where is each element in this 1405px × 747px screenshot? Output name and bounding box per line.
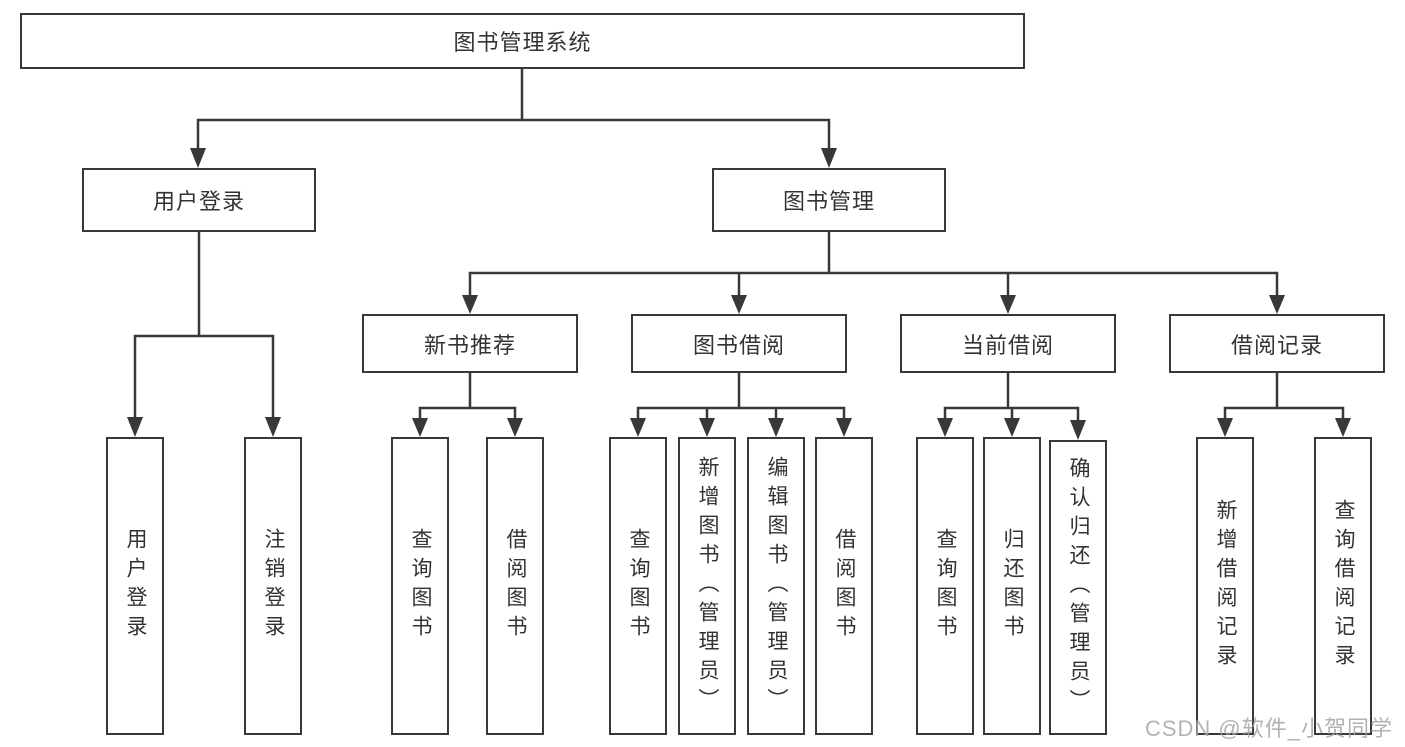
leaf-user-login: 用户登录 <box>106 437 164 735</box>
arrowhead <box>1335 418 1351 437</box>
leaf-label: 用户登录 <box>124 528 147 644</box>
node-root-system: 图书管理系统 <box>20 13 1025 69</box>
connector-new-book-to-children <box>418 371 517 422</box>
arrowhead <box>1070 420 1086 440</box>
arrowhead <box>937 418 953 437</box>
leaf-add-borrow-record: 新增借阅记录 <box>1196 437 1254 735</box>
arrowhead <box>190 148 206 168</box>
node-user-login-group: 用户登录 <box>82 168 316 232</box>
connector-borrow-record-to-children <box>1223 371 1345 422</box>
leaf-label: 新增图书（管理员） <box>696 455 719 717</box>
node-label: 用户登录 <box>152 189 245 214</box>
leaf-label: 查询图书 <box>409 528 432 644</box>
connector-current-borrow-to-children <box>943 371 1080 422</box>
arrowhead <box>1004 418 1020 437</box>
node-label: 图书借阅 <box>692 332 785 358</box>
arrowhead <box>412 418 428 437</box>
connector-book-mgmt-to-level3 <box>468 230 1279 298</box>
leaf-label: 查询图书 <box>627 528 650 644</box>
arrowhead <box>1269 295 1285 314</box>
leaf-label: 借阅图书 <box>833 528 856 644</box>
connector-root-to-level2 <box>196 67 831 152</box>
node-label: 当前借阅 <box>961 332 1054 358</box>
node-current-borrowing: 当前借阅 <box>900 314 1116 373</box>
leaf-label: 编辑图书（管理员） <box>765 455 788 717</box>
leaf-borrow-books-recommend: 借阅图书 <box>486 437 544 735</box>
csdn-watermark: CSDN @软件_小贺同学 <box>1144 716 1393 741</box>
node-root-label: 图书管理系统 <box>453 30 592 55</box>
leaf-label: 查询图书 <box>934 528 957 644</box>
leaf-label: 注销登录 <box>262 528 285 644</box>
node-label: 图书管理 <box>782 189 875 214</box>
node-new-book-recommendation: 新书推荐 <box>362 314 578 373</box>
leaf-borrow-books: 借阅图书 <box>815 437 873 735</box>
connector-book-borrow-to-children <box>636 371 846 422</box>
arrowhead <box>462 295 478 314</box>
leaf-label: 借阅图书 <box>504 528 527 644</box>
leaf-logout: 注销登录 <box>244 437 302 735</box>
leaf-label: 确认归还（管理员） <box>1067 457 1090 718</box>
connector-user-login-to-children <box>133 230 275 421</box>
arrowhead <box>507 418 523 437</box>
leaf-query-books-current: 查询图书 <box>916 437 974 735</box>
arrowhead <box>265 417 281 437</box>
leaf-edit-book-admin: 编辑图书（管理员） <box>747 437 805 735</box>
leaf-label: 新增借阅记录 <box>1214 499 1237 673</box>
leaf-add-book-admin: 新增图书（管理员） <box>678 437 736 735</box>
node-book-borrowing: 图书借阅 <box>631 314 847 373</box>
arrowhead <box>699 418 715 437</box>
leaf-confirm-return-admin: 确认归还（管理员） <box>1049 440 1107 735</box>
arrowhead <box>1000 295 1016 314</box>
leaf-label: 归还图书 <box>1001 528 1024 644</box>
arrowhead <box>768 418 784 437</box>
arrowheads <box>127 148 1351 440</box>
leaf-query-borrow-record: 查询借阅记录 <box>1314 437 1372 735</box>
node-label: 新书推荐 <box>423 332 516 358</box>
arrowhead <box>821 148 837 168</box>
leaf-label: 查询借阅记录 <box>1332 499 1355 673</box>
leaf-return-books: 归还图书 <box>983 437 1041 735</box>
arrowhead <box>1217 418 1233 437</box>
leaf-query-books-recommend: 查询图书 <box>391 437 449 735</box>
arrowhead <box>630 418 646 437</box>
arrowhead <box>127 417 143 437</box>
arrowhead <box>731 295 747 314</box>
leaf-query-books-borrow: 查询图书 <box>609 437 667 735</box>
node-borrowing-records: 借阅记录 <box>1169 314 1385 373</box>
arrowhead <box>836 418 852 437</box>
node-book-management-group: 图书管理 <box>712 168 946 232</box>
node-label: 借阅记录 <box>1230 332 1323 358</box>
